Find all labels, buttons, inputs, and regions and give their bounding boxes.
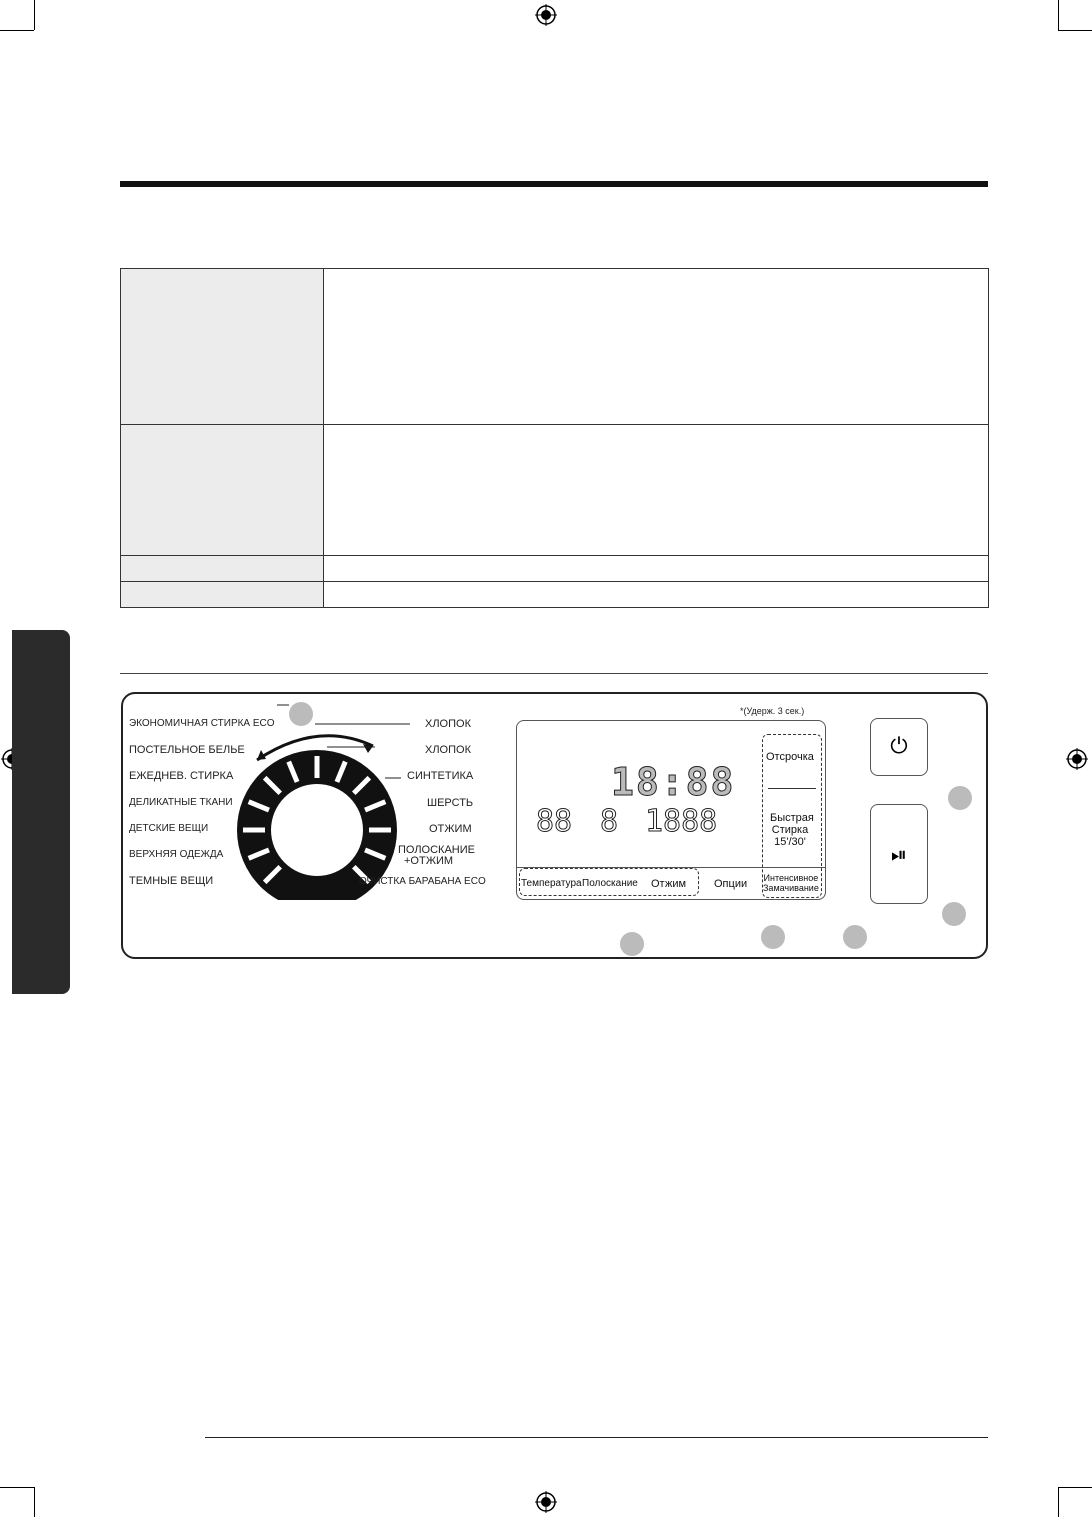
quick-wash-line: 15'/30' <box>774 836 806 848</box>
table-cell <box>120 555 324 582</box>
dial-tick <box>262 775 282 795</box>
table-row <box>120 268 989 425</box>
dial-label: ДЕЛИКАТНЫЕ ТКАНИ <box>129 797 233 808</box>
dashed-group <box>762 734 822 898</box>
dial-tick <box>334 760 348 783</box>
table-cell <box>120 581 324 608</box>
power-icon: ⏻ <box>890 734 908 759</box>
options-button[interactable]: Опции <box>714 878 748 890</box>
dial-label: ХЛОПОК <box>425 718 471 730</box>
dial-label: ВЕРХНЯЯ ОДЕЖДА <box>129 849 224 860</box>
dial-label: СИНТЕТИКА <box>407 770 474 782</box>
program-dial[interactable] <box>215 700 415 900</box>
dial-tick <box>247 799 270 813</box>
dial-tick <box>286 760 300 783</box>
dial-tick <box>364 799 387 813</box>
dial-tick <box>364 847 387 861</box>
table-cell <box>323 424 989 556</box>
temp-display: 88 <box>535 804 573 840</box>
crop-mark <box>1058 0 1059 30</box>
crop-mark <box>34 0 35 30</box>
dial-label: ЕЖЕДНЕВ. СТИРКА <box>129 770 234 782</box>
dial-tick <box>352 775 372 795</box>
dial-label: ШЕРСТЬ <box>427 797 474 809</box>
crop-mark <box>34 1487 35 1517</box>
registration-mark-icon <box>535 4 557 26</box>
table-row <box>120 581 989 608</box>
soak-line: Интенсивное <box>763 873 819 883</box>
section-header-bar <box>120 181 988 187</box>
temperature-button[interactable]: Температура <box>521 878 582 889</box>
dial-label: +ОТЖИМ <box>404 855 454 867</box>
dial-label: ОЧИСТКА БАРАБАНА ECO <box>359 876 486 887</box>
crop-mark <box>1058 30 1092 31</box>
crop-mark <box>0 1487 34 1488</box>
quick-wash-line: Стирка <box>771 824 809 836</box>
step-marker <box>942 902 966 926</box>
power-button[interactable]: ⏻ <box>870 718 928 776</box>
dial-tick <box>262 865 282 885</box>
crop-mark <box>1058 1487 1059 1517</box>
time-display: 18:88 <box>610 760 736 805</box>
lcd-display <box>516 720 826 900</box>
crop-mark <box>1058 1487 1092 1488</box>
rinse-button[interactable]: Полоскание <box>582 878 638 889</box>
table-cell <box>120 424 324 556</box>
step-marker <box>761 925 785 949</box>
table-cell <box>323 555 989 582</box>
info-table <box>120 268 989 608</box>
dial-label: ОТЖИМ <box>429 823 472 835</box>
start-pause-button[interactable]: ⏯ <box>870 804 928 904</box>
dial-label: ПОЛОСКАНИЕ <box>398 844 475 856</box>
dial-label: ТЕМНЫЕ ВЕЩИ <box>129 875 214 887</box>
play-pause-icon: ⏯ <box>891 842 907 866</box>
dial-label: ДЕТСКИЕ ВЕЩИ <box>129 823 209 834</box>
dial-label: ЭКОНОМИЧНАЯ СТИРКА ECO <box>129 718 275 729</box>
registration-mark-icon <box>535 1491 557 1513</box>
table-cell <box>120 268 324 425</box>
table-cell <box>323 268 989 425</box>
quick-wash-line: Быстрая <box>770 812 814 824</box>
crop-mark <box>0 30 34 31</box>
separator <box>768 788 816 789</box>
spin-button[interactable]: Отжим <box>651 878 687 890</box>
step-marker <box>948 786 972 810</box>
table-row <box>120 424 989 556</box>
step-marker <box>620 932 644 956</box>
table-row <box>120 555 989 582</box>
dashed-group <box>519 868 699 896</box>
control-panel-diagram <box>121 692 988 959</box>
dial-label: ПОСТЕЛЬНОЕ БЕЛЬЕ <box>129 744 245 756</box>
footer-line <box>205 1437 988 1438</box>
registration-mark-icon <box>1066 748 1088 770</box>
section-divider <box>120 673 988 674</box>
step-marker <box>843 925 867 949</box>
rinse-display: 8 <box>599 804 619 840</box>
dial-tick <box>247 847 270 861</box>
delay-label: Отсрочка <box>766 751 814 763</box>
spin-display: 1888 <box>644 804 718 840</box>
dial-tick <box>352 865 372 885</box>
soak-line: Замачивание <box>763 883 819 893</box>
hold-note: *(Удерж. 3 сек.) <box>740 706 805 716</box>
table-cell <box>323 581 989 608</box>
lcd-divider <box>516 867 826 868</box>
dial-label: ХЛОПОК <box>425 744 471 756</box>
chapter-side-tab <box>12 630 70 994</box>
